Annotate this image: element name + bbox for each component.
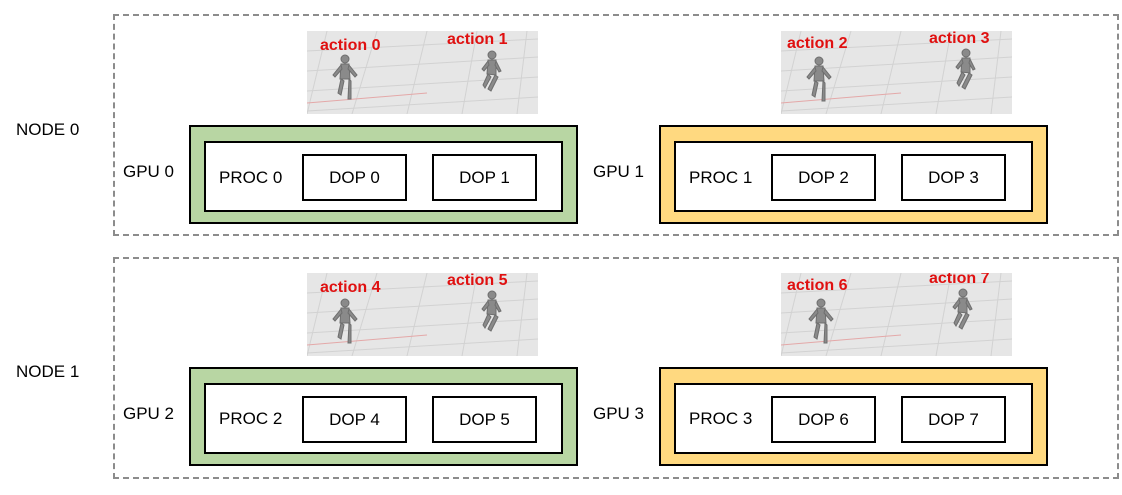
gpu-1-label: GPU 1 <box>593 162 645 181</box>
node-1-box <box>113 257 1119 479</box>
action-label: action 6 <box>787 277 848 294</box>
dop-2-box: DOP 2 <box>771 154 876 201</box>
dop-6-box: DOP 6 <box>771 396 876 443</box>
dop-4-box: DOP 4 <box>302 396 407 443</box>
dop-1-box: DOP 1 <box>432 154 537 201</box>
action-label: action 3 <box>929 31 990 47</box>
dop-7-box: DOP 7 <box>901 396 1006 443</box>
grid-floor <box>781 273 1012 356</box>
humanoid-figure-5 <box>481 290 502 332</box>
node-0-label: NODE 0 <box>16 120 80 139</box>
proc-3-label: PROC 3 <box>689 409 753 428</box>
action-label: action 2 <box>787 35 848 52</box>
humanoid-figure-7 <box>952 288 973 330</box>
scene-gpu-0: action 0 action 1 <box>307 31 538 114</box>
proc-2-label: PROC 2 <box>219 409 283 428</box>
dop-0-box: DOP 0 <box>302 154 407 201</box>
action-label: action 0 <box>320 37 381 54</box>
humanoid-figure-1 <box>481 50 502 92</box>
proc-0-label: PROC 0 <box>219 168 283 187</box>
humanoid-figure-0 <box>332 54 358 100</box>
gpu-2-label: GPU 2 <box>123 404 175 423</box>
scene-gpu-1: action 2 action 3 <box>781 31 1012 114</box>
scene-gpu-3: action 6 action 7 <box>781 273 1012 356</box>
action-label: action 7 <box>929 273 990 287</box>
humanoid-figure-6 <box>808 298 834 344</box>
action-label: action 5 <box>447 273 508 289</box>
humanoid-figure-4 <box>332 298 358 344</box>
grid-floor <box>307 273 538 356</box>
dop-3-box: DOP 3 <box>901 154 1006 201</box>
gpu-0-label: GPU 0 <box>123 162 175 181</box>
scene-gpu-2: action 4 action 5 <box>307 273 538 356</box>
humanoid-figure-2 <box>806 56 832 102</box>
gpu-3-label: GPU 3 <box>593 404 645 423</box>
action-label: action 1 <box>447 31 508 48</box>
node-1-label: NODE 1 <box>16 362 80 381</box>
proc-1-label: PROC 1 <box>689 168 753 187</box>
humanoid-figure-3 <box>955 48 976 90</box>
dop-5-box: DOP 5 <box>432 396 537 443</box>
node-0-box <box>113 14 1119 236</box>
action-label: action 4 <box>320 279 381 296</box>
